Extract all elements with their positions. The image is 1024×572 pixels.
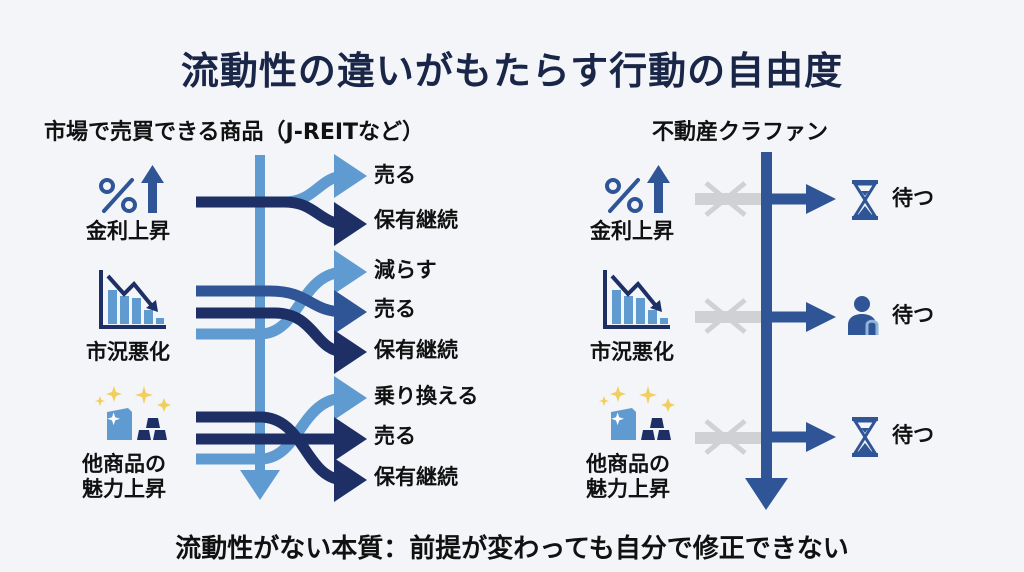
left-condition-2: 市況悪化 (86, 340, 170, 364)
left-row3-outcome-1: 乗り換える (374, 384, 479, 408)
declining-chart-icon (99, 270, 166, 329)
hourglass-icon (852, 180, 878, 220)
left-panel-heading: 市場で売買できる商品（J-REITなど） (44, 120, 425, 145)
right-row3-outcome: 待つ (892, 423, 934, 447)
left-condition-1: 金利上昇 (86, 219, 170, 243)
left-condition-3-line1: 他商品の (82, 452, 166, 476)
right-condition-1: 金利上昇 (590, 219, 674, 243)
left-row3-outcome-3: 保有継続 (374, 465, 458, 489)
percent-up-arrow-icon (605, 165, 670, 213)
right-condition-3-line1: 他商品の (586, 452, 670, 476)
left-row2-outcome-3: 保有継続 (374, 338, 458, 362)
percent-up-arrow-icon (99, 165, 164, 213)
sparkling-products-icon (599, 386, 675, 440)
left-row2-outcome-1: 減らす (374, 258, 437, 282)
left-row3-outcome-2: 売る (374, 424, 416, 448)
left-row3-flows (196, 376, 367, 502)
left-condition-3: 他商品の 魅力上昇 (82, 452, 166, 502)
right-panel-heading: 不動産クラファン (652, 120, 829, 145)
left-row1-flows (196, 154, 367, 246)
page-title: 流動性の違いがもたらす行動の自由度 (180, 49, 844, 93)
right-condition-2: 市況悪化 (590, 340, 674, 364)
left-row1-outcome-2: 保有継続 (374, 208, 458, 232)
left-row2-flows (196, 250, 367, 374)
footer-summary: 流動性がない本質：前提が変わっても自分で修正できない (175, 534, 849, 564)
person-waiting-icon (848, 296, 879, 335)
left-condition-3-line2: 魅力上昇 (82, 477, 166, 502)
hourglass-icon (852, 417, 878, 457)
right-condition-3-line2: 魅力上昇 (586, 477, 670, 502)
right-row3-flow (695, 419, 836, 455)
left-row2-outcome-2: 売る (374, 297, 416, 321)
right-row1-flow (695, 181, 836, 217)
right-condition-3: 他商品の 魅力上昇 (586, 452, 670, 502)
declining-chart-icon (603, 270, 670, 329)
left-row1-outcome-1: 売る (374, 163, 416, 187)
right-timeline-arrow (745, 152, 788, 510)
sparkling-products-icon (95, 386, 171, 440)
right-row2-flow (695, 298, 836, 334)
right-row2-outcome: 待つ (892, 303, 934, 327)
right-row1-outcome: 待つ (892, 186, 934, 210)
